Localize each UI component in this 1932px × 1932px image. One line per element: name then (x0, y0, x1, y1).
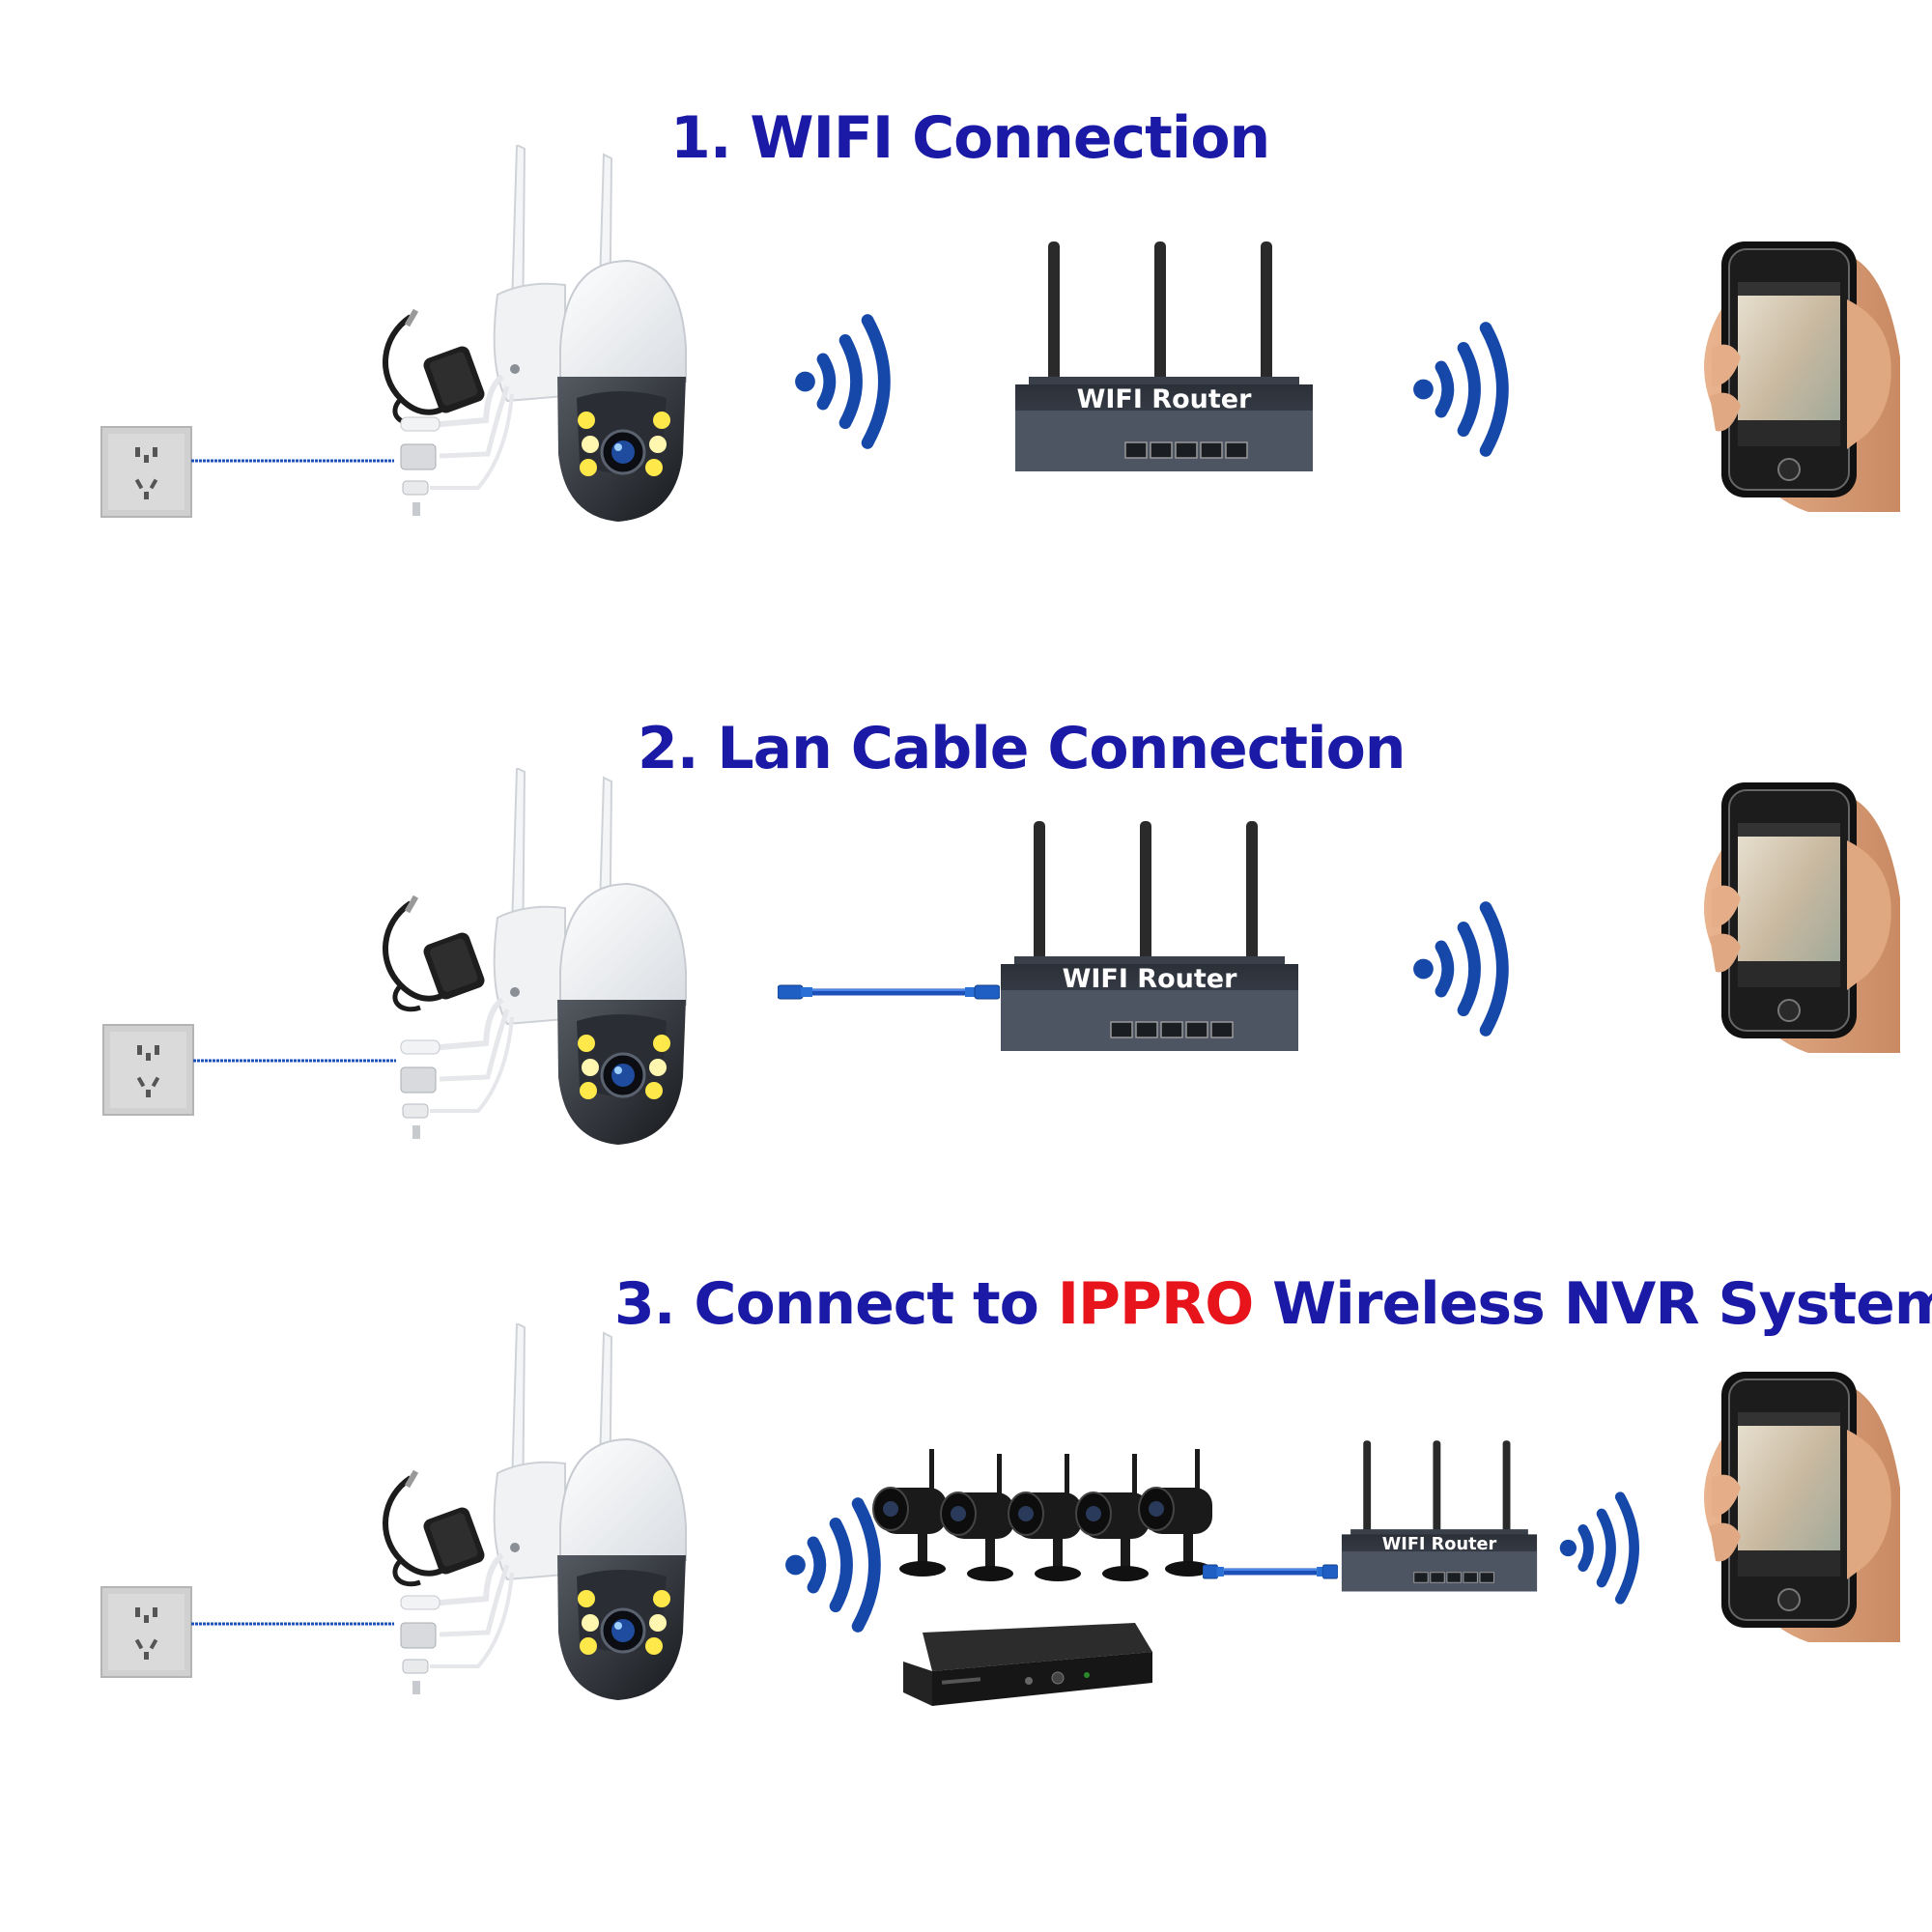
section-3-title: 3. Connect to IPPRO Wireless NVR System (614, 1270, 1932, 1338)
wall-socket-icon (102, 1024, 194, 1116)
router-label: WIFI Router (1382, 1535, 1497, 1554)
wifi-signal-icon (1406, 317, 1521, 462)
router-icon: WIFI Router (1341, 1440, 1538, 1592)
section-1-title: 1. WIFI Connection (670, 104, 1270, 172)
ptz-camera-icon (372, 145, 691, 551)
section-3-title-suffix: Wireless NVR System (1253, 1270, 1932, 1338)
nvr-recorder-icon (903, 1623, 1154, 1710)
wifi-signal-icon (1406, 896, 1521, 1041)
ptz-camera-icon (372, 1323, 691, 1729)
router-label: WIFI Router (1063, 964, 1237, 994)
lan-cable-icon (1203, 1557, 1338, 1586)
smartphone-in-hand-icon (1665, 242, 1932, 512)
wifi-signal-icon (1553, 1488, 1650, 1608)
section-2-title: 2. Lan Cable Connection (638, 715, 1406, 782)
wall-socket-icon (100, 1586, 192, 1678)
ptz-camera-icon (372, 768, 691, 1174)
smartphone-in-hand-icon (1665, 782, 1932, 1053)
brand-highlight: IPPRO (1057, 1270, 1254, 1338)
power-cable-line (191, 459, 394, 463)
lan-cable-icon (778, 978, 1000, 1007)
wifi-signal-icon (787, 309, 903, 454)
power-cable-line (193, 1059, 396, 1063)
router-icon: WIFI Router (1015, 242, 1313, 471)
router-icon: WIFI Router (1001, 821, 1298, 1051)
power-cable-line (191, 1622, 394, 1626)
router-label: WIFI Router (1077, 384, 1252, 414)
smartphone-in-hand-icon (1665, 1372, 1932, 1642)
section-3-title-prefix: 3. Connect to (614, 1270, 1058, 1338)
wall-socket-icon (100, 426, 192, 518)
